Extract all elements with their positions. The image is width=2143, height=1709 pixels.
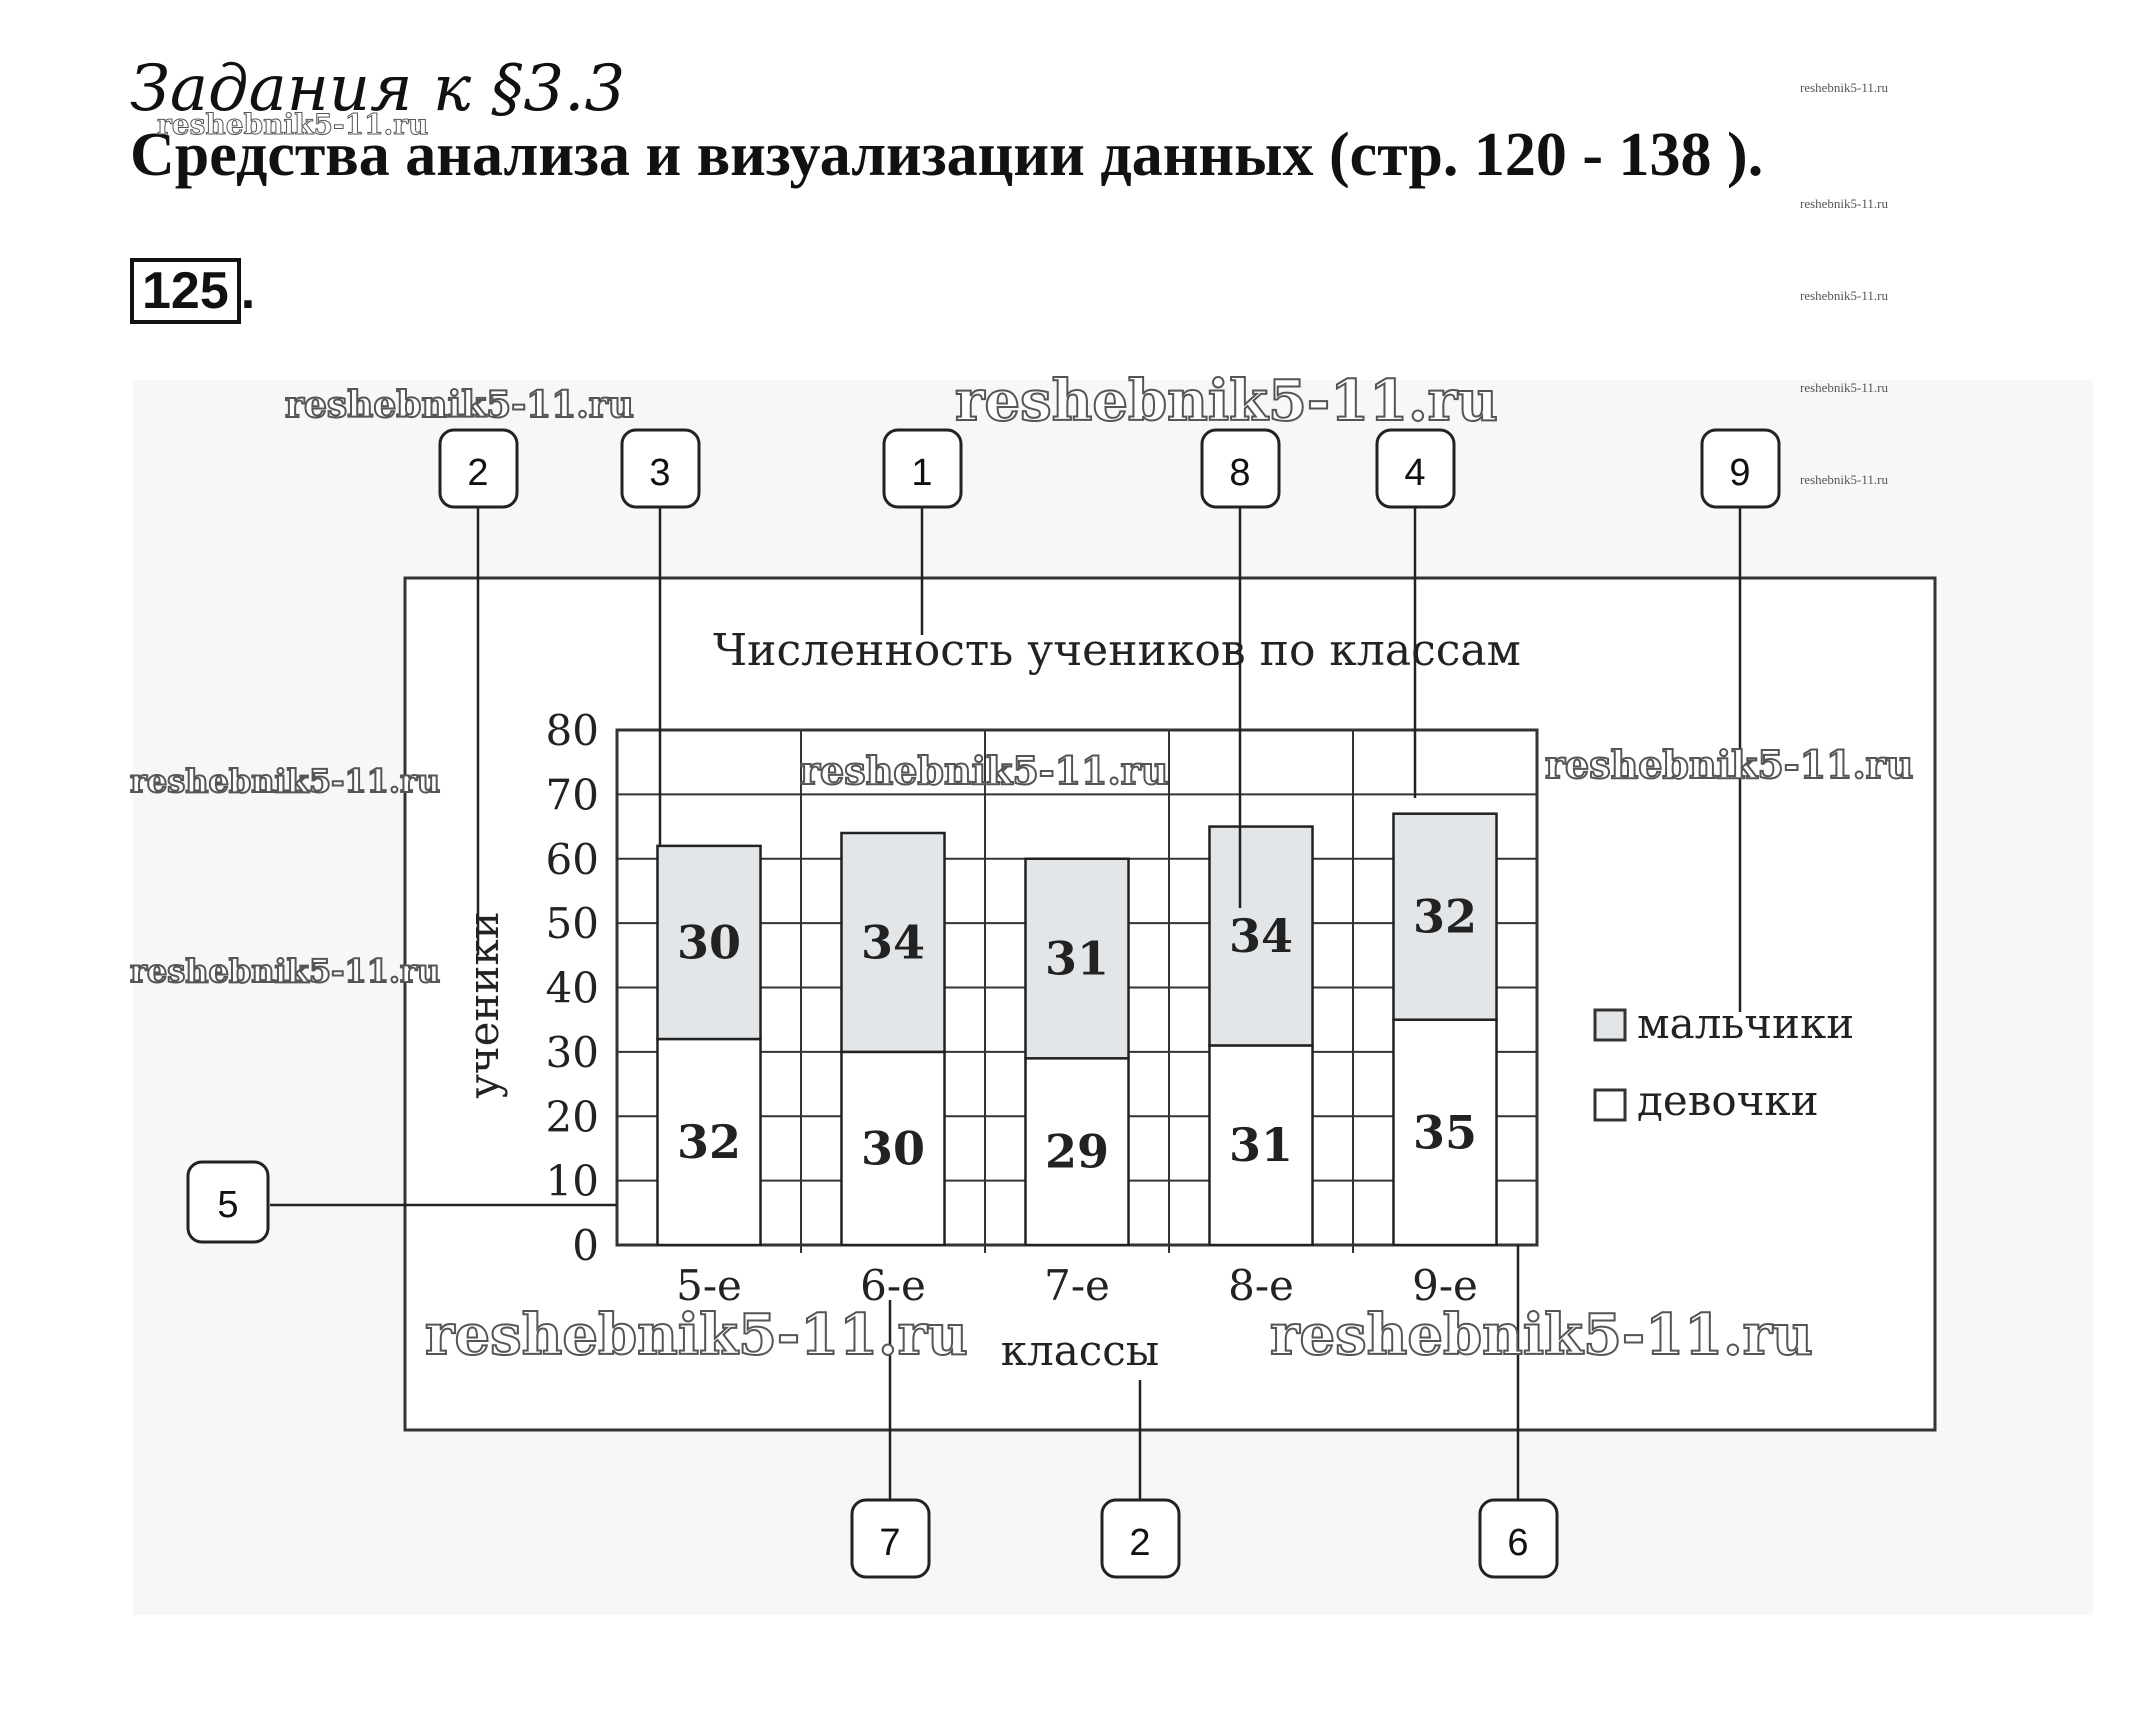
bar-value-label: 34 bbox=[1229, 909, 1293, 963]
x-tick-label: 9-е bbox=[1412, 1261, 1478, 1310]
y-tick-label: 30 bbox=[546, 1028, 599, 1077]
x-tick-label: 8-е bbox=[1228, 1261, 1294, 1310]
bar-boys bbox=[1392, 812, 1498, 1021]
bar-value-label: 30 bbox=[861, 1121, 925, 1175]
task-number-box: 125 bbox=[130, 258, 241, 324]
bar-boys bbox=[840, 831, 946, 1054]
callout-5-label: 5 bbox=[217, 1184, 238, 1226]
watermark-small: reshebnik5-11.ru bbox=[1800, 80, 1888, 95]
y-tick-label: 0 bbox=[572, 1221, 599, 1270]
bar-girls bbox=[840, 1050, 946, 1247]
callout-2-bottom-label: 2 bbox=[1129, 1522, 1150, 1564]
watermark: reshebnik5-11.ru bbox=[156, 108, 429, 142]
bar-boys bbox=[1024, 857, 1130, 1060]
watermark: reshebnik5-11.ru bbox=[1269, 1301, 1814, 1369]
callout-4: 4 bbox=[1375, 428, 1456, 509]
x-tick-label: 6-е bbox=[860, 1261, 926, 1310]
callout-7: 7 bbox=[850, 1498, 931, 1579]
bar-labels: 32 30 30 34 29 31 31 34 35 32 bbox=[677, 890, 1477, 1179]
callout-2-bottom: 2 bbox=[1100, 1498, 1181, 1579]
watermark: reshebnik5-11.ru bbox=[284, 383, 635, 427]
callout-1: 1 bbox=[882, 428, 963, 509]
bar-value-label: 31 bbox=[1045, 932, 1109, 986]
callout-2-top-label: 2 bbox=[467, 452, 488, 494]
bar-value-label: 31 bbox=[1229, 1118, 1293, 1172]
callout-7-label: 7 bbox=[879, 1522, 900, 1564]
y-tick-label: 40 bbox=[546, 964, 599, 1013]
y-tick-label: 10 bbox=[546, 1157, 599, 1206]
bar-value-label: 34 bbox=[861, 915, 925, 969]
watermark: reshebnik5-11.ru bbox=[129, 951, 441, 991]
callout-1-label: 1 bbox=[911, 452, 932, 494]
callout-6: 6 bbox=[1478, 1498, 1559, 1579]
bar-value-label: 29 bbox=[1045, 1125, 1109, 1179]
watermark-small: reshebnik5-11.ru bbox=[1800, 288, 1888, 303]
watermark: reshebnik5-11.ru bbox=[129, 761, 441, 801]
watermark: reshebnik5-11.ru bbox=[799, 747, 1169, 794]
y-tick-label: 20 bbox=[546, 1092, 599, 1141]
y-tick-label: 60 bbox=[546, 835, 599, 884]
y-tick-label: 50 bbox=[546, 899, 599, 948]
callout-8: 8 bbox=[1200, 428, 1281, 509]
x-tick-label: 7-е bbox=[1044, 1261, 1110, 1310]
watermark-small: reshebnik5-11.ru bbox=[1800, 196, 1888, 211]
watermark-small: reshebnik5-11.ru bbox=[1800, 380, 1888, 395]
bar-value-label: 35 bbox=[1413, 1105, 1477, 1159]
y-tick-label: 70 bbox=[546, 770, 599, 819]
bar-girls bbox=[1392, 1018, 1498, 1247]
bar-value-label: 30 bbox=[677, 915, 741, 969]
y-tick-label: 80 bbox=[546, 706, 599, 755]
x-tick-label: 5-е bbox=[676, 1261, 742, 1310]
callout-3-label: 3 bbox=[649, 452, 670, 494]
section-title: Задания к §3.3 bbox=[130, 52, 626, 126]
watermark: reshebnik5-11.ru bbox=[424, 1301, 969, 1369]
watermark: reshebnik5-11.ru bbox=[954, 367, 1499, 435]
bars bbox=[656, 812, 1498, 1247]
legend-swatch-girls bbox=[1593, 1088, 1627, 1122]
callout-2-top: 2 bbox=[438, 428, 519, 509]
callout-3: 3 bbox=[620, 428, 701, 509]
callout-8-label: 8 bbox=[1229, 452, 1250, 494]
y-axis-ticks: 0 10 20 30 40 50 60 70 80 bbox=[546, 706, 599, 1270]
bar-value-label: 32 bbox=[677, 1115, 741, 1169]
watermark: reshebnik5-11.ru bbox=[1544, 741, 1914, 788]
legend-swatch-boys bbox=[1593, 1008, 1627, 1042]
y-axis-label: ученики bbox=[459, 911, 508, 1099]
page-heading: Средства анализа и визуализации данных (… bbox=[130, 121, 1764, 189]
legend-label-girls: девочки bbox=[1637, 1076, 1819, 1125]
bar-girls bbox=[1024, 1057, 1130, 1247]
callout-6-label: 6 bbox=[1507, 1522, 1528, 1564]
callout-4-label: 4 bbox=[1404, 452, 1425, 494]
callout-5: 5 bbox=[186, 1160, 270, 1244]
callout-9: 9 bbox=[1700, 428, 1781, 509]
bar-girls bbox=[1208, 1044, 1314, 1247]
bar-girls bbox=[656, 1037, 762, 1247]
bar-value-label: 32 bbox=[1413, 890, 1477, 944]
bar-boys bbox=[1208, 825, 1314, 1047]
x-axis-label: классы bbox=[1001, 1326, 1159, 1375]
watermark-small: reshebnik5-11.ru bbox=[1800, 472, 1888, 487]
bar-boys bbox=[656, 844, 762, 1041]
legend-label-boys: мальчики bbox=[1637, 999, 1854, 1048]
task-number-dot: . bbox=[240, 262, 256, 320]
task-number: 125. bbox=[130, 258, 255, 324]
callout-9-label: 9 bbox=[1729, 452, 1750, 494]
chart-title: Численность учеников по классам bbox=[713, 625, 1521, 676]
x-axis-ticks: 5-е 6-е 7-е 8-е 9-е bbox=[676, 1245, 1478, 1310]
